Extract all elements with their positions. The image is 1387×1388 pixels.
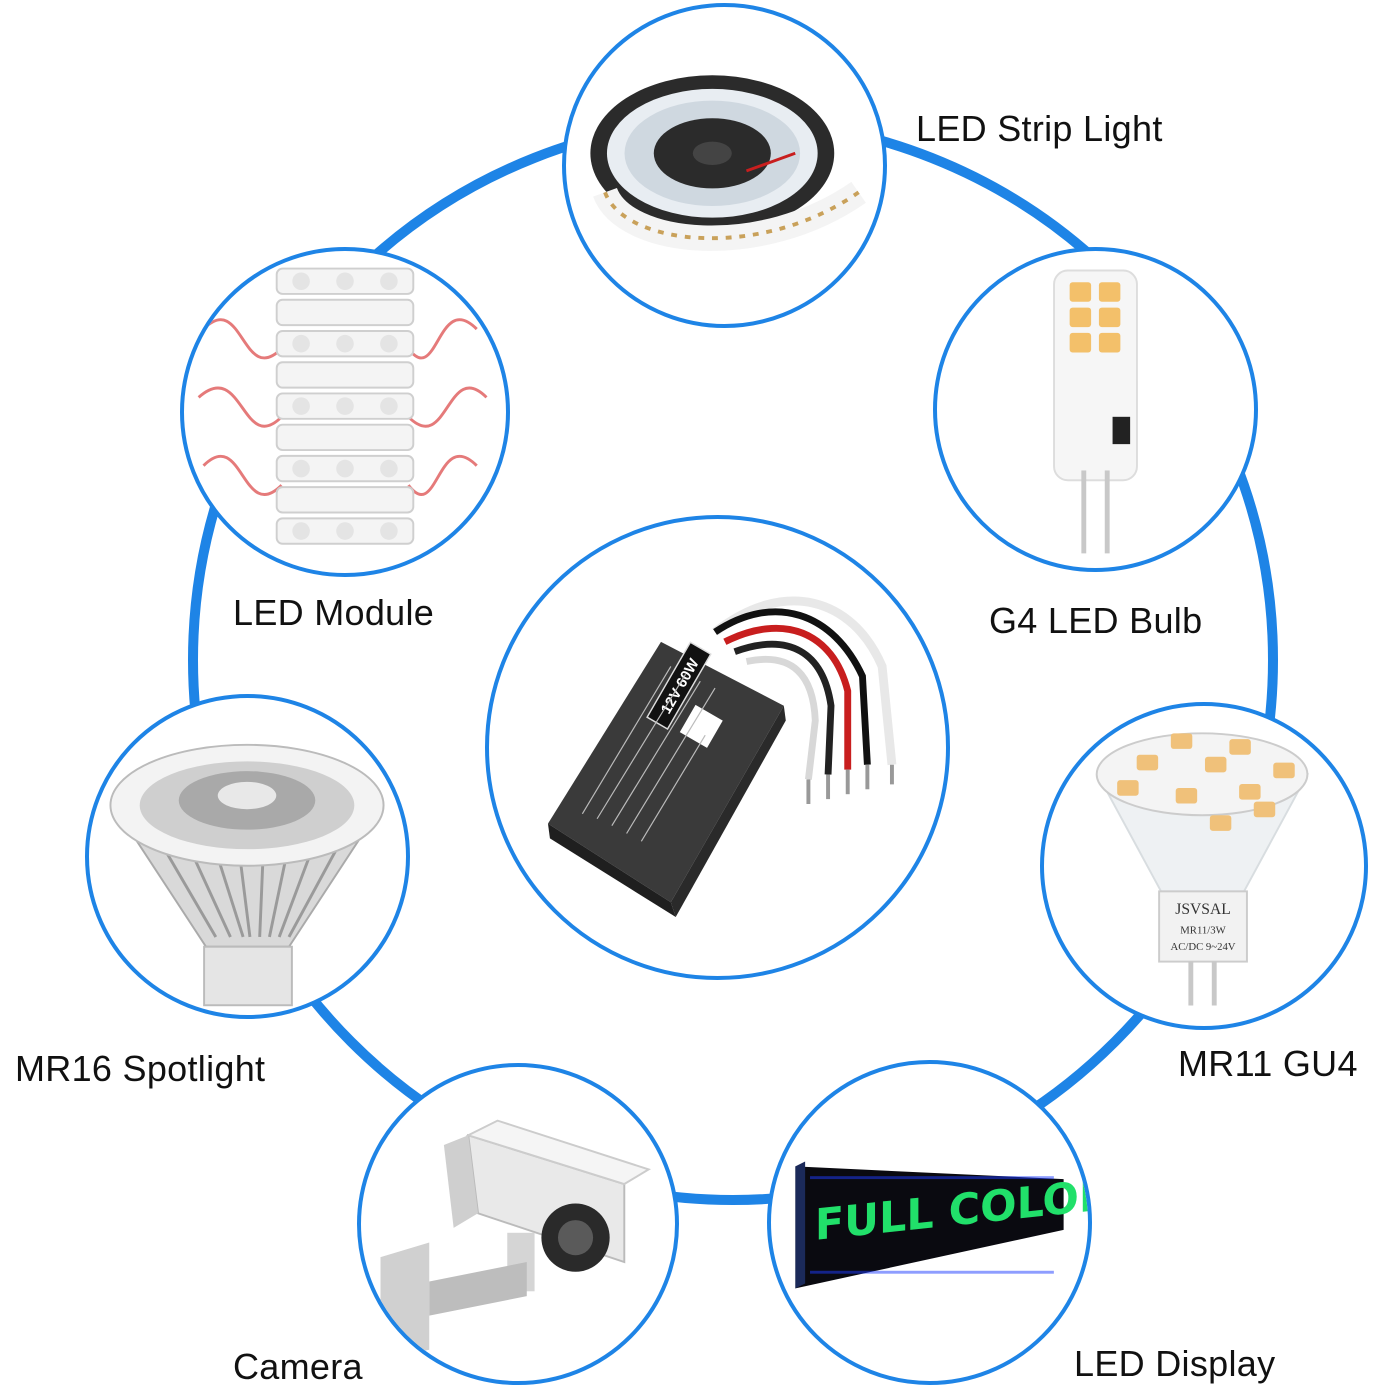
- led-strip-reel-icon: [590, 75, 866, 251]
- label-led-display: LED Display: [1074, 1343, 1276, 1384]
- label-mr11-gu4: MR11 GU4: [1178, 1043, 1358, 1084]
- security-camera-icon: [380, 1119, 652, 1360]
- bubble-camera: [357, 1063, 679, 1385]
- label-g4-led-bulb: G4 LED Bulb: [989, 600, 1203, 641]
- svg-text:MR11/3W: MR11/3W: [1180, 924, 1226, 936]
- center-driver-bubble: 12V 60W: [485, 515, 950, 980]
- svg-text:AC/DC 9~24V: AC/DC 9~24V: [1170, 941, 1235, 953]
- bubble-mr16-spotlight: [85, 694, 410, 1019]
- g4-bulb-icon: [1053, 269, 1138, 554]
- bubble-led-module: [180, 247, 510, 577]
- label-led-module: LED Module: [233, 592, 435, 633]
- led-module-icon: [197, 267, 488, 545]
- bubble-led-strip-light: [562, 3, 887, 328]
- bubble-led-display: FULL COLOR: [767, 1060, 1092, 1385]
- label-led-strip-light: LED Strip Light: [916, 108, 1163, 149]
- transformer-driver-icon: 12V 60W: [547, 596, 897, 918]
- mr11-bulb-icon: JSVSAL MR11/3W AC/DC 9~24V: [1095, 732, 1310, 1006]
- label-camera: Camera: [233, 1346, 363, 1387]
- bubble-g4-led-bulb: [933, 247, 1258, 572]
- svg-text:JSVSAL: JSVSAL: [1175, 901, 1230, 918]
- mr16-spotlight-icon: [109, 743, 385, 1007]
- label-mr16-spotlight: MR16 Spotlight: [15, 1048, 266, 1089]
- bubble-mr11-gu4: JSVSAL MR11/3W AC/DC 9~24V: [1040, 702, 1368, 1030]
- led-display-icon: FULL COLOR: [795, 1161, 1088, 1289]
